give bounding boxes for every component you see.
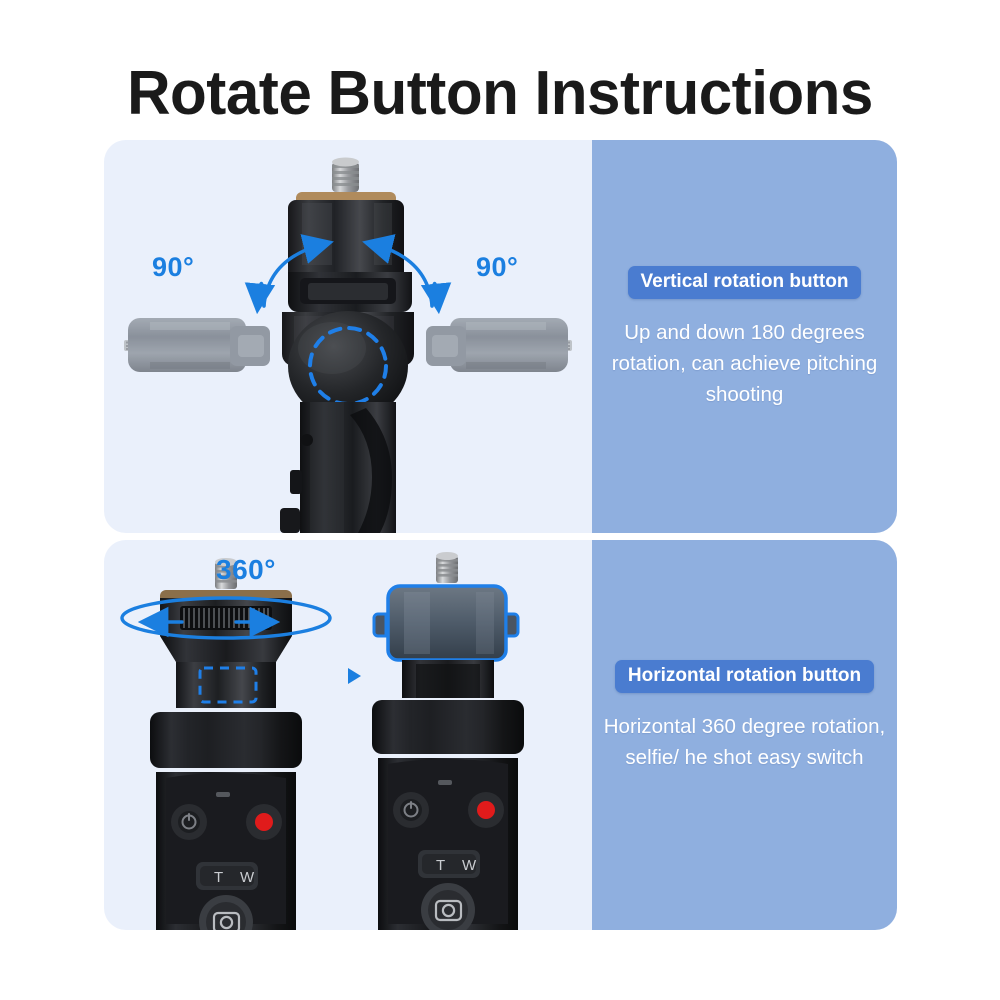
- ghost-mount-left: [124, 318, 270, 372]
- arrow-left-up: [262, 234, 334, 308]
- rotation-label-360: 360°: [216, 554, 276, 585]
- page-title: Rotate Button Instructions: [127, 59, 873, 128]
- zoom-rocker-left: [196, 862, 258, 890]
- vertical-rotation-diagram: [124, 157, 572, 533]
- text-pane-vertical: Vertical rotation button Up and down 180…: [592, 140, 897, 533]
- description-vertical-rotation: Up and down 180 degrees rotation, can ac…: [611, 320, 878, 406]
- illustration-horizontal-rotation: T W: [104, 540, 592, 930]
- angle-label-right: 90°: [476, 252, 519, 282]
- badge-vertical-rotation-button: Vertical rotation button: [627, 266, 862, 299]
- ghost-mount-right: [426, 318, 572, 372]
- zoom-wide-label-right: W: [462, 857, 477, 874]
- description-horizontal-rotation: Horizontal 360 degree rotation, selfie/ …: [603, 714, 886, 769]
- text-pane-horizontal: Horizontal rotation button Horizontal 36…: [592, 540, 897, 930]
- angle-label-left: 90°: [152, 252, 195, 282]
- rotation-ellipse-arrows: [120, 596, 332, 640]
- rotated-mount-highlight: [386, 584, 508, 662]
- zoom-tele-label-right: T: [436, 857, 445, 874]
- zoom-rocker-right: [418, 850, 480, 878]
- section-card-horizontal: T W: [104, 540, 897, 930]
- power-button-right: [393, 792, 429, 828]
- angle-arrows: [244, 234, 452, 315]
- illustration-vertical-rotation: 90° 90°: [104, 140, 592, 533]
- device-left-normal: T W: [150, 558, 302, 930]
- horizontal-rotation-diagram: T W: [120, 552, 524, 930]
- vertical-rotation-knob: [288, 311, 408, 421]
- record-button-right: [468, 792, 504, 828]
- tripod-screw-right: [436, 552, 458, 583]
- device-right-rotated: T W: [372, 552, 524, 930]
- indicator-led-left: [216, 792, 230, 797]
- shutter-button-right: [421, 883, 475, 930]
- arrow-right-down: [420, 281, 452, 315]
- rotation-button-highlight: [308, 326, 388, 406]
- transition-arrow-icon: [348, 668, 361, 684]
- zoom-wide-label-left: W: [240, 869, 255, 886]
- record-button-left: [246, 804, 282, 840]
- arrow-left-down: [244, 281, 276, 315]
- arrow-right-up: [362, 234, 434, 308]
- horizontal-button-highlight: [198, 666, 258, 704]
- device-body: [280, 402, 396, 533]
- badge-horizontal-rotation-button: Horizontal rotation button: [614, 660, 875, 693]
- section-card-vertical: 90° 90° Vertical rotation button Up and …: [104, 140, 897, 533]
- zoom-tele-label-left: T: [214, 869, 223, 886]
- tripod-screw: [332, 157, 359, 192]
- indicator-led-right: [438, 780, 452, 785]
- shutter-button-left: [199, 895, 253, 930]
- camera-mount-head: [282, 157, 414, 366]
- power-button-left: [171, 804, 207, 840]
